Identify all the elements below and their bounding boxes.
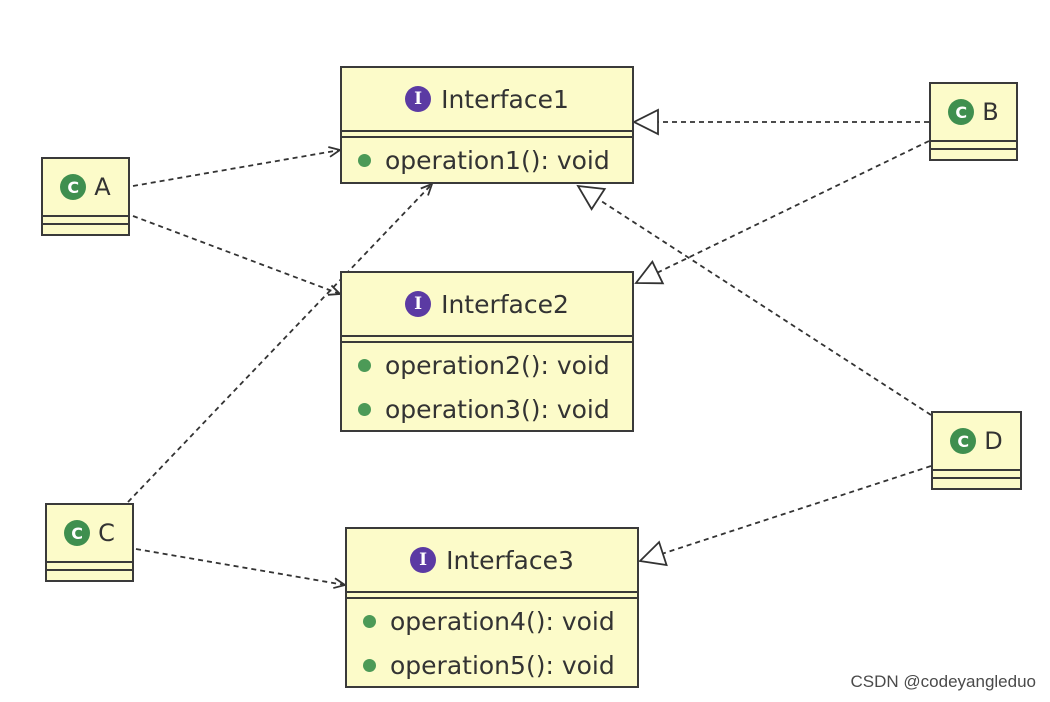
public-method-icon bbox=[363, 614, 376, 628]
class-c-box[interactable]: C C bbox=[45, 503, 134, 582]
interface1-operations: operation1(): void bbox=[342, 136, 632, 182]
class-a-box[interactable]: C A bbox=[41, 157, 130, 236]
operation-row: operation3(): void bbox=[342, 387, 632, 431]
class-a-operations bbox=[43, 223, 128, 231]
interface-icon: I bbox=[405, 291, 432, 317]
class-b-operations bbox=[931, 148, 1016, 156]
class-icon: C bbox=[60, 174, 87, 200]
interface3-box[interactable]: I Interface3 operation4(): void operatio… bbox=[345, 527, 639, 688]
realization-arrow bbox=[634, 140, 930, 285]
operation-row: operation4(): void bbox=[347, 599, 637, 643]
dependency-arrow bbox=[132, 146, 343, 187]
dependency-arrow bbox=[127, 182, 434, 503]
interface1-divider bbox=[342, 130, 632, 136]
realization-arrow bbox=[631, 108, 929, 136]
dependency-arrow bbox=[135, 548, 348, 589]
realization-arrow bbox=[638, 465, 932, 567]
interface2-title: Interface2 bbox=[441, 289, 569, 319]
class-c-header: C C bbox=[47, 505, 132, 561]
class-b-box[interactable]: C B bbox=[929, 82, 1018, 161]
class-c-operations bbox=[47, 569, 132, 577]
public-method-icon bbox=[363, 658, 376, 672]
interface2-header: I Interface2 bbox=[342, 273, 632, 335]
public-method-icon bbox=[358, 402, 371, 416]
interface2-divider bbox=[342, 335, 632, 341]
class-icon: C bbox=[64, 520, 91, 546]
dependency-arrow bbox=[132, 215, 343, 296]
class-d-box[interactable]: C D bbox=[931, 411, 1022, 490]
public-method-icon bbox=[358, 153, 371, 167]
class-b-header: C B bbox=[931, 84, 1016, 140]
operation-label: operation4(): void bbox=[390, 606, 615, 636]
interface-icon: I bbox=[410, 547, 437, 573]
interface3-divider bbox=[347, 591, 637, 597]
class-d-title: D bbox=[984, 427, 1003, 455]
class-icon: C bbox=[948, 99, 975, 125]
interface1-box[interactable]: I Interface1 operation1(): void bbox=[340, 66, 634, 184]
interface3-title: Interface3 bbox=[446, 545, 574, 575]
operation-row: operation5(): void bbox=[347, 643, 637, 687]
operation-row: operation2(): void bbox=[342, 343, 632, 387]
operation-label: operation3(): void bbox=[385, 394, 610, 424]
interface-icon: I bbox=[405, 86, 432, 112]
class-d-attributes bbox=[933, 469, 1020, 477]
interface1-title: Interface1 bbox=[441, 84, 569, 114]
class-c-title: C bbox=[98, 519, 115, 547]
operation-label: operation1(): void bbox=[385, 145, 610, 175]
class-a-attributes bbox=[43, 215, 128, 223]
class-d-operations bbox=[933, 477, 1020, 485]
realization-arrow bbox=[576, 184, 932, 416]
interface3-header: I Interface3 bbox=[347, 529, 637, 591]
operation-label: operation5(): void bbox=[390, 650, 615, 680]
watermark: CSDN @codeyangleduo bbox=[850, 672, 1036, 691]
public-method-icon bbox=[358, 358, 371, 372]
class-b-title: B bbox=[982, 98, 999, 126]
interface3-operations: operation4(): void operation5(): void bbox=[347, 597, 637, 687]
operation-label: operation2(): void bbox=[385, 350, 610, 380]
interface2-box[interactable]: I Interface2 operation2(): void operatio… bbox=[340, 271, 634, 432]
interface2-operations: operation2(): void operation3(): void bbox=[342, 341, 632, 431]
class-d-header: C D bbox=[933, 413, 1020, 469]
class-c-attributes bbox=[47, 561, 132, 569]
class-a-header: C A bbox=[43, 159, 128, 215]
interface1-header: I Interface1 bbox=[342, 68, 632, 130]
class-a-title: A bbox=[94, 173, 111, 201]
class-b-attributes bbox=[931, 140, 1016, 148]
class-icon: C bbox=[950, 428, 977, 454]
operation-row: operation1(): void bbox=[342, 138, 632, 182]
